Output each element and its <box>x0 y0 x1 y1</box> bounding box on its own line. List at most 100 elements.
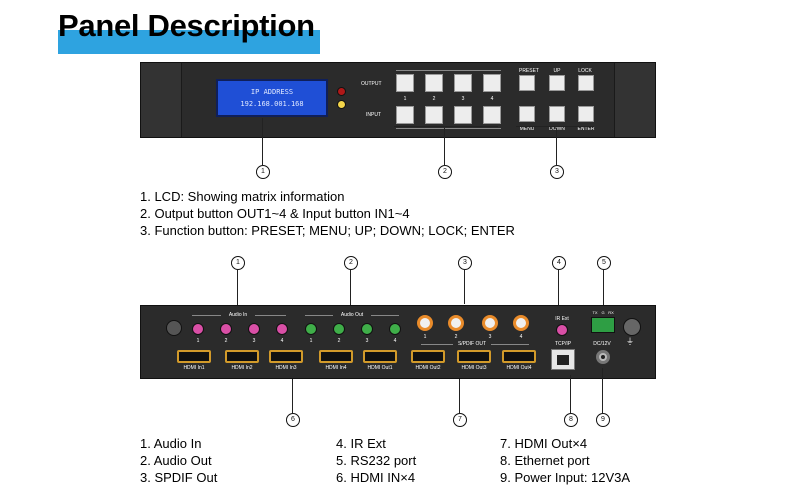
rs232-pin-tx: TX <box>592 310 598 315</box>
audio-out-jack-1[interactable] <box>305 323 317 335</box>
down-button[interactable] <box>549 106 565 122</box>
lcd-line-1: IP ADDRESS <box>250 88 294 96</box>
hdmi-out-port-3[interactable] <box>457 350 491 363</box>
audio-in-jack-4[interactable] <box>276 323 288 335</box>
output-divider <box>396 70 501 71</box>
rear-callout-3: 3 <box>458 256 472 270</box>
rear-line-7 <box>459 379 460 413</box>
audio-out-jack-4[interactable] <box>389 323 401 335</box>
front-description-3: 3. Function button: PRESET; MENU; UP; DO… <box>140 223 515 238</box>
callout-line-function <box>556 128 557 165</box>
audio-in-number-2: 2 <box>224 338 228 344</box>
hdmi-in-port-3[interactable] <box>269 350 303 363</box>
page-title: Panel Description <box>58 8 315 43</box>
hdmi-in-label-1: HDMI In1 <box>183 365 205 371</box>
rear-line-3 <box>464 270 465 304</box>
power-jack-pin <box>601 355 605 359</box>
ir-ext-jack[interactable] <box>556 324 568 336</box>
output-button-3[interactable] <box>454 74 472 92</box>
rear-callout-6: 6 <box>286 413 300 427</box>
front-callout-3: 3 <box>550 165 564 179</box>
lcd-line-2: 192.168.001.168 <box>240 100 304 108</box>
rear-panel: ⏚ Audio In 1 2 3 4 Audio Out 1 2 3 4 1 2… <box>140 305 656 379</box>
spdif-jack-3[interactable] <box>482 315 498 331</box>
hdmi-out-port-1[interactable] <box>363 350 397 363</box>
output-button-1[interactable] <box>396 74 414 92</box>
enter-button[interactable] <box>578 106 594 122</box>
audio-in-jack-2[interactable] <box>220 323 232 335</box>
hdmi-out-port-4[interactable] <box>502 350 536 363</box>
rear-description-col-2: 4. IR Ext 5. RS232 port 6. HDMI IN×4 <box>336 435 416 486</box>
rear-callout-8: 8 <box>564 413 578 427</box>
output-button-2[interactable] <box>425 74 443 92</box>
audio-in-jack-1[interactable] <box>192 323 204 335</box>
power-jack[interactable] <box>596 350 610 364</box>
channel-number-2: 2 <box>432 96 436 102</box>
output-label: OUTPUT <box>361 81 382 87</box>
callout-line-lcd <box>262 118 263 165</box>
channel-number-3: 3 <box>461 96 465 102</box>
ground-screw-left <box>166 320 182 336</box>
hdmi-out-port-2[interactable] <box>411 350 445 363</box>
rs232-terminal-block[interactable] <box>591 317 615 333</box>
lock-button[interactable] <box>578 75 594 91</box>
spdif-number-2: 2 <box>454 334 458 340</box>
ir-ext-label: IR Ext <box>555 316 569 322</box>
input-button-3[interactable] <box>454 106 472 124</box>
input-button-4[interactable] <box>483 106 501 124</box>
input-label: INPUT <box>366 112 381 118</box>
up-button[interactable] <box>549 75 565 91</box>
rear-line-2 <box>350 270 351 305</box>
status-led <box>337 100 346 109</box>
down-label: DOWN <box>549 126 565 132</box>
audio-out-jack-3[interactable] <box>361 323 373 335</box>
audio-out-number-2: 2 <box>337 338 341 344</box>
menu-button[interactable] <box>519 106 535 122</box>
rear-description-5: 5. RS232 port <box>336 453 417 468</box>
hdmi-in-port-4[interactable] <box>319 350 353 363</box>
audio-in-number-4: 4 <box>280 338 284 344</box>
enter-label: ENTER <box>577 126 595 132</box>
input-button-1[interactable] <box>396 106 414 124</box>
ethernet-socket <box>557 355 569 365</box>
front-rack-ear-left <box>141 63 182 137</box>
rs232-pin-rx: RX <box>608 310 614 315</box>
audio-out-jack-2[interactable] <box>333 323 345 335</box>
audio-out-number-4: 4 <box>393 338 397 344</box>
callout-line-buttons <box>444 128 445 165</box>
front-callout-2: 2 <box>438 165 452 179</box>
up-label: UP <box>553 68 561 74</box>
rear-description-col-1: 1. Audio In 2. Audio Out 3. SPDIF Out <box>140 435 217 486</box>
lcd-screen: IP ADDRESS 192.168.001.168 <box>216 79 328 117</box>
spdif-jack-1[interactable] <box>417 315 433 331</box>
hdmi-out-label-1: HDMI Out1 <box>367 365 393 371</box>
rear-line-9 <box>602 368 603 413</box>
output-button-4[interactable] <box>483 74 501 92</box>
rear-description-4: 4. IR Ext <box>336 436 386 451</box>
audio-in-number-3: 3 <box>252 338 256 344</box>
audio-in-jack-3[interactable] <box>248 323 260 335</box>
audio-out-number-1: 1 <box>309 338 313 344</box>
rear-description-1: 1. Audio In <box>140 436 202 451</box>
rear-description-9: 9. Power Input: 12V3A <box>500 470 631 485</box>
spdif-jack-2[interactable] <box>448 315 464 331</box>
hdmi-out-label-2: HDMI Out2 <box>415 365 441 371</box>
lock-label: LOCK <box>578 68 592 74</box>
channel-number-4: 4 <box>490 96 494 102</box>
spdif-number-1: 1 <box>423 334 427 340</box>
input-button-2[interactable] <box>425 106 443 124</box>
front-callout-1: 1 <box>256 165 270 179</box>
spdif-label: S/PDIF OUT <box>453 341 491 347</box>
spdif-number-3: 3 <box>488 334 492 340</box>
preset-label: PRESET <box>518 68 539 74</box>
preset-button[interactable] <box>519 75 535 91</box>
ground-symbol-icon: ⏚ <box>626 337 634 346</box>
title-highlight <box>58 30 320 54</box>
rear-callout-9: 9 <box>596 413 610 427</box>
spdif-jack-4[interactable] <box>513 315 529 331</box>
power-label: DC/12V <box>593 341 611 347</box>
hdmi-in-port-2[interactable] <box>225 350 259 363</box>
hdmi-out-label-3: HDMI Out3 <box>461 365 487 371</box>
ethernet-port[interactable] <box>551 349 575 370</box>
hdmi-in-port-1[interactable] <box>177 350 211 363</box>
